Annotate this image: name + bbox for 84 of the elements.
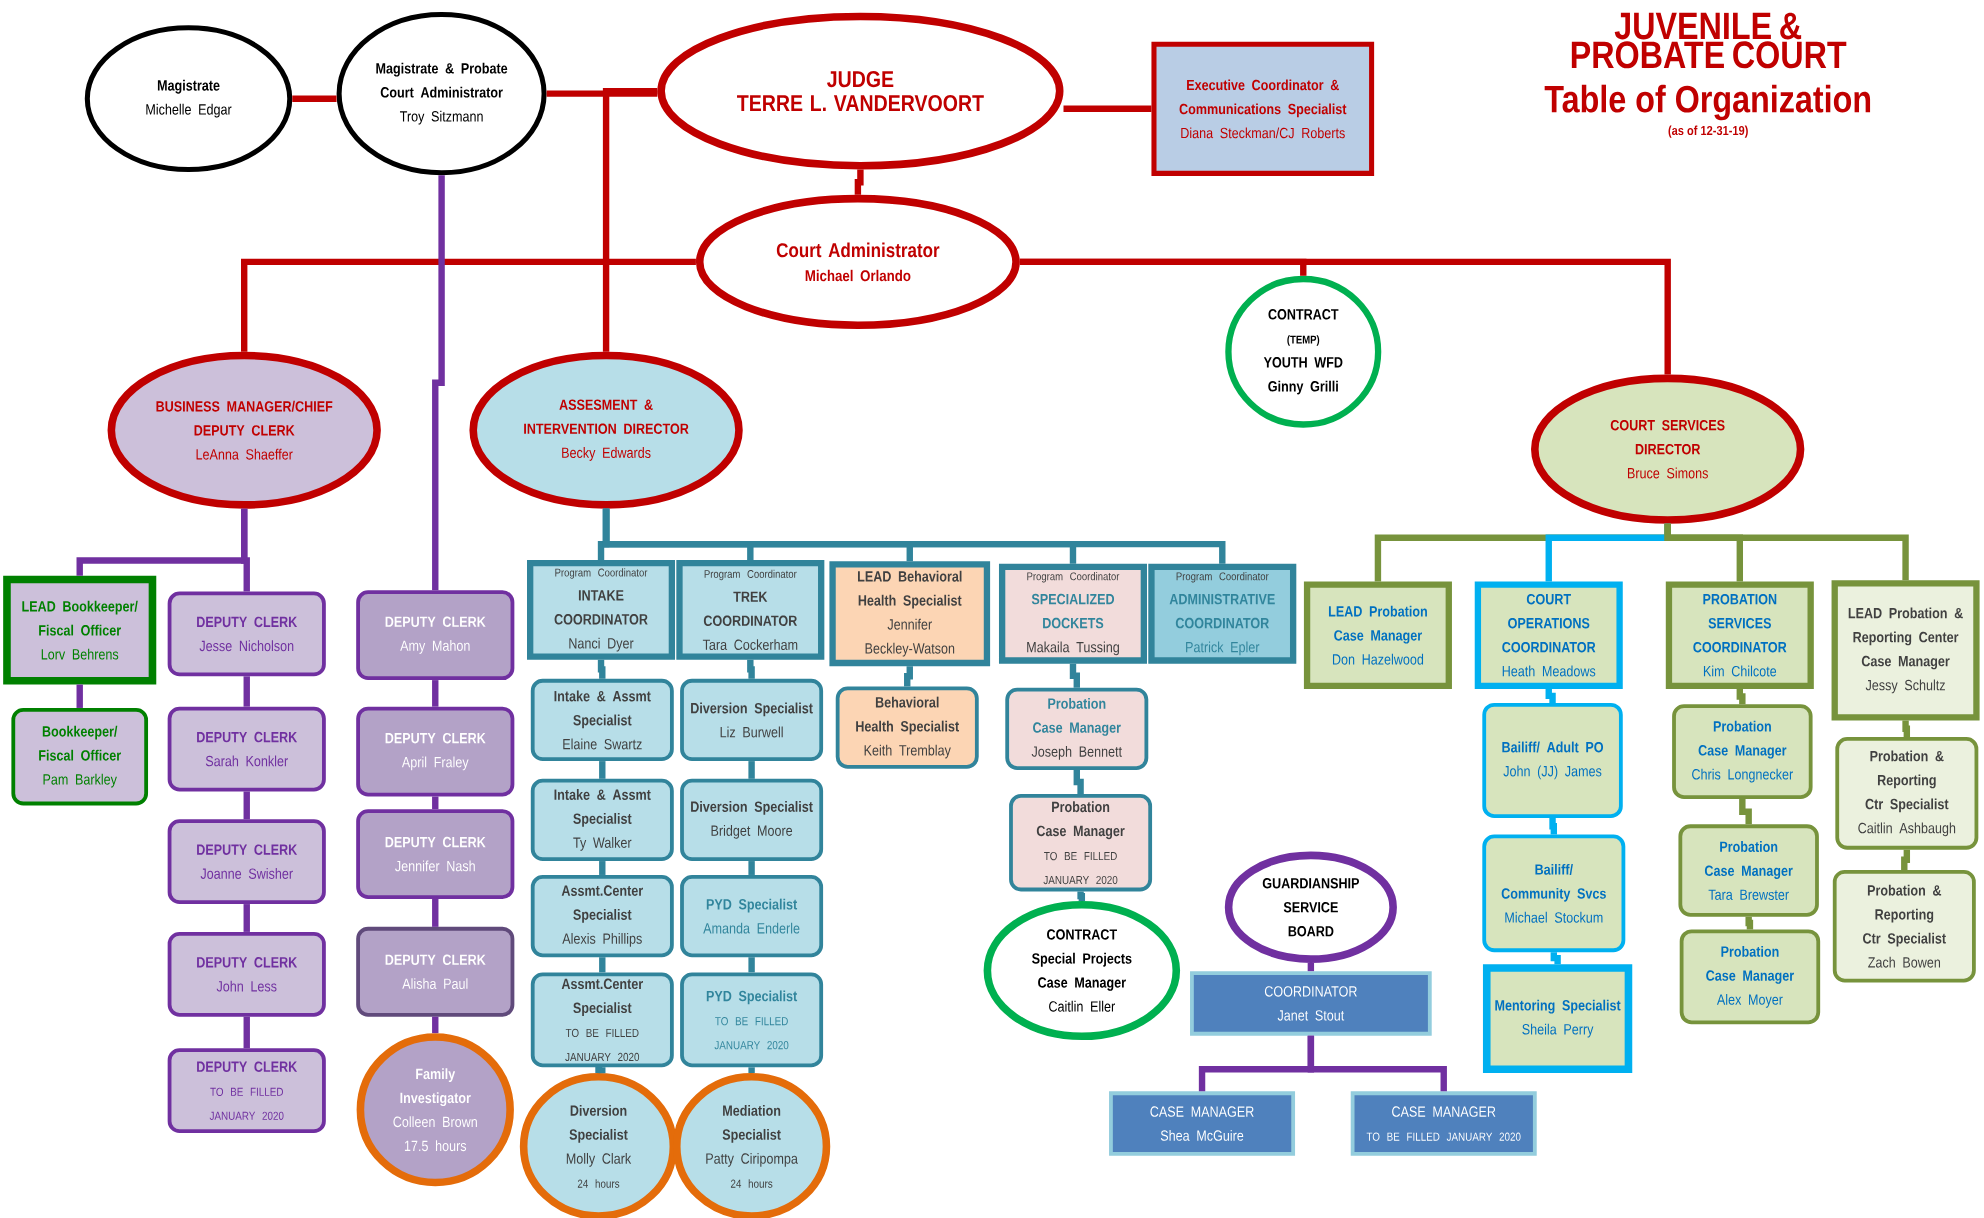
position-box: LEAD Bookkeeper/ Fiscal Officer Lorv Behrens — [3, 575, 157, 685]
position-box: LEAD Probation Case Manager Don Hazelwood — [1303, 581, 1452, 689]
position-box: LEAD Behavioral Health Specialist Jennifer Beckley-Watson — [829, 560, 991, 666]
date-note: (as of 12-31-19) — [1668, 125, 1748, 138]
position-box: Intake & Assmt Specialist Elaine Swartz — [530, 678, 674, 761]
position-box: Probation & Reporting Ctr Specialist Caitlin Ashbaugh — [1835, 736, 1979, 850]
position-box: DEPUTY CLERK Jesse Nicholson — [167, 591, 326, 677]
connector-line — [747, 659, 755, 679]
connector-line — [241, 508, 250, 592]
position-box: CASE MANAGER Shea McGuire — [1109, 1091, 1296, 1156]
position-box: Diversion Specialist Bridget Moore — [680, 778, 824, 861]
connector-line — [599, 957, 606, 973]
connector-line — [599, 760, 606, 779]
position-box: Behavioral Health Specialist Keith Tremblay — [835, 686, 979, 769]
connector-line — [1736, 688, 1746, 704]
position-box: DEPUTY CLERK Alisha Paul — [356, 926, 515, 1017]
connector-line — [432, 796, 439, 809]
connector-line — [1069, 663, 1080, 688]
position-box: Assmt.Center Specialist TO BE FILLED JANUARY 2020 — [530, 972, 674, 1068]
connector-line — [854, 169, 864, 195]
connector-line — [243, 1016, 250, 1049]
position-box: DEPUTY CLERK Jennifer Nash — [356, 808, 515, 899]
position-box: DEPUTY CLERK April Fraley — [356, 706, 515, 797]
position-box: COORDINATOR Janet Stout — [1190, 970, 1432, 1036]
position-box: PROBATION SERVICES COORDINATOR Kim Chilcote — [1665, 581, 1814, 689]
connector-line — [1739, 798, 1752, 825]
connector-line — [546, 90, 658, 97]
position-box: LEAD Probation & Reporting Center Case Manager Jessy Schultz — [1831, 579, 1980, 721]
position-box: Bailiff/ Community Svcs Michael Stockum — [1482, 834, 1626, 952]
connector-line — [243, 903, 250, 932]
position-box: Probation Case Manager Alex Moyer — [1679, 929, 1821, 1025]
connector-line — [904, 665, 913, 687]
connector-line — [1307, 1035, 1447, 1092]
position-box: Program Coordinator INTAKE COORDINATOR Nanci Dyer — [527, 559, 676, 660]
position-box: Probation Case Manager Joseph Bennett — [1005, 687, 1149, 770]
connector-line — [595, 1066, 606, 1074]
connector-line — [1063, 105, 1152, 112]
connector-line — [243, 791, 250, 820]
position-box: Probation Case Manager Tara Brewster — [1678, 824, 1819, 917]
position-box: Mentoring Specialist Sheila Perry — [1482, 963, 1633, 1073]
connector-line — [1745, 916, 1754, 930]
connector-line — [602, 508, 1226, 564]
connector-line — [1549, 817, 1557, 835]
position-box: DEPUTY CLERK John Less — [167, 931, 326, 1017]
position-box: CASE MANAGER TO BE FILLED JANUARY 2020 — [1350, 1091, 1537, 1156]
connector-line — [292, 95, 337, 102]
connector-line — [1901, 849, 1911, 870]
position-box: Intake & Assmt Specialist Ty Walker — [530, 778, 674, 861]
position-box: Assmt.Center Specialist Alexis Phillips — [530, 874, 674, 957]
position-box: Program Coordinator TREK COORDINATOR Tara Cockerham — [676, 559, 825, 660]
connector-line — [602, 87, 658, 352]
connector-line — [1019, 258, 1671, 375]
position-box: DEPUTY CLERK Joanne Swisher — [167, 819, 326, 904]
position-box: Bailiff/ Adult PO John (JJ) James — [1482, 702, 1623, 818]
position-box: Probation & Reporting Ctr Specialist Zach Bowen — [1832, 869, 1976, 983]
position-box: DEPUTY CLERK TO BE FILLED JANUARY 2020 — [167, 1048, 326, 1133]
connector-line — [1550, 951, 1561, 964]
position-box: Program Coordinator SPECIALIZED DOCKETS Makaila Tussing — [998, 563, 1147, 664]
connector-line — [1664, 523, 1909, 580]
position-box: Probation Case Manager Chris Longnecker — [1672, 703, 1813, 799]
position-box: COURT OPERATIONS COORDINATOR Heath Meadows — [1474, 581, 1623, 689]
connector-line — [748, 957, 755, 973]
position-box: Program Coordinator ADMINISTRATIVE COORDINATOR Patrick Epler — [1148, 563, 1297, 664]
connector-line — [748, 760, 755, 779]
connector-line — [76, 684, 83, 708]
position-box: Probation Case Manager TO BE FILLED JANUARY 2020 — [1009, 793, 1153, 892]
connector-line — [1545, 688, 1556, 703]
connector-line — [432, 898, 439, 927]
connector-line — [432, 679, 439, 707]
title: JUVENILE & PROBATE COURT — [1571, 12, 1847, 69]
subtitle: Table of Organization — [1544, 84, 1871, 121]
position-box: Executive Coordinator & Communications Specialist Diana Steckman/CJ Roberts — [1151, 41, 1375, 176]
position-box: Diversion Specialist Liz Burwell — [680, 678, 824, 761]
position-box: DEPUTY CLERK Amy Mahon — [356, 590, 515, 680]
position-box: PYD Specialist TO BE FILLED JANUARY 2020 — [680, 972, 824, 1068]
position-box: PYD Specialist Amanda Enderle — [680, 874, 824, 957]
connector-line — [748, 860, 755, 875]
connector-line — [1307, 962, 1315, 971]
connector-line — [599, 860, 606, 875]
connector-line — [1073, 769, 1084, 794]
connector-line — [432, 1016, 439, 1033]
position-box: Bookkeeper/ Fiscal Officer Pam Barkley — [11, 707, 149, 806]
position-box: DEPUTY CLERK Sarah Konkler — [167, 706, 326, 792]
connector-line — [597, 659, 606, 679]
